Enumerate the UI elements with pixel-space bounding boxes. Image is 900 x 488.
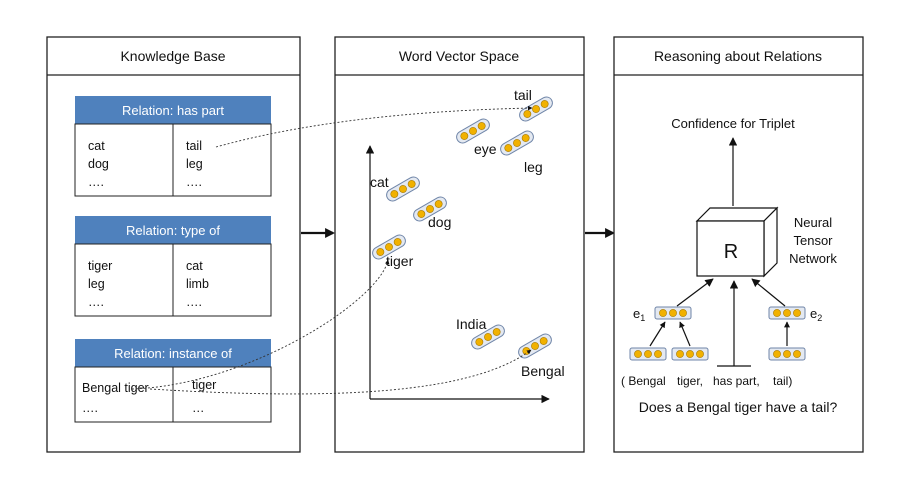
relation-card-type-of: Relation: type of tiger leg …. cat limb … (74, 216, 272, 317)
triplet-subject: ( Bengal (621, 374, 666, 388)
knowledge-base-title: Knowledge Base (120, 48, 225, 64)
relation-cell: tiger (88, 259, 112, 273)
word-vector-panel: Word Vector Space (334, 36, 585, 453)
reasoning-panel: Reasoning about Relations Confidence for… (613, 36, 864, 453)
vector-india (471, 324, 505, 350)
tensor-cube (695, 206, 779, 278)
vector-cat (386, 176, 420, 202)
network-label-line-1: Neural (794, 215, 832, 230)
mapping-tiger-to-vector (149, 349, 532, 395)
relation-cell: tail (186, 139, 202, 153)
vector-e2 (768, 306, 806, 320)
relation-header (75, 96, 271, 124)
e1-to-cube-arrow (676, 278, 714, 307)
triplet-subject-2: tiger, (677, 374, 703, 388)
relation-cell: Bengal tiger (82, 381, 149, 395)
e1-label: e1 (633, 306, 645, 323)
vector-e1 (654, 306, 692, 320)
word-label-india: India (456, 316, 487, 332)
relation-cell: dog (88, 157, 109, 171)
vector-eye (456, 118, 490, 144)
relation-header (75, 339, 271, 367)
relation-cell: …. (88, 295, 104, 309)
word-label-leg: leg (524, 159, 543, 175)
relation-cell: cat (88, 139, 105, 153)
word-label-tiger: tiger (386, 253, 414, 269)
vector-tail (519, 96, 553, 122)
mapping-bengal-tiger-to-vector (131, 259, 390, 390)
relation-card-instance-of: Relation: instance of Bengal tiger …. ti… (74, 339, 272, 423)
relation-title: Relation: type of (126, 223, 220, 238)
vector-tiger-input (671, 347, 709, 361)
relation-cell: … (192, 401, 205, 415)
cube-label: R (724, 241, 738, 263)
mapping-tail-to-vector (215, 105, 533, 148)
e2-label: e2 (810, 306, 822, 323)
relation-cell: cat (186, 259, 203, 273)
relation-cell: …. (82, 401, 98, 415)
knowledge-base-panel: Knowledge Base Relation: has part cat do… (46, 36, 301, 453)
relation-cell: tiger (192, 378, 216, 392)
relation-cell: limb (186, 277, 209, 291)
triplet-relation: has part, (713, 374, 760, 388)
word-label-dog: dog (428, 214, 451, 230)
word-label-cat: cat (370, 174, 389, 190)
tiger-to-e1-arrow (679, 321, 691, 347)
vector-bengal-input (629, 347, 667, 361)
reasoning-title: Reasoning about Relations (654, 48, 822, 64)
question-text: Does a Bengal tiger have a tail? (639, 399, 838, 415)
e2-to-cube-arrow (751, 278, 786, 307)
relation-card-has-part: Relation: has part cat dog …. tail leg …… (74, 96, 272, 197)
relation-title: Relation: has part (122, 103, 224, 118)
bengal-to-e1-arrow (649, 321, 666, 347)
vector-tail-input (768, 347, 806, 361)
word-vector-title: Word Vector Space (399, 48, 520, 64)
relation-cell: …. (186, 175, 202, 189)
relation-header (75, 216, 271, 244)
relation-title: Relation: instance of (114, 346, 232, 361)
relation-cell: …. (88, 175, 104, 189)
confidence-label: Confidence for Triplet (671, 116, 795, 131)
vector-leg (500, 130, 534, 156)
relation-cell: leg (88, 277, 105, 291)
relation-cell: …. (186, 295, 202, 309)
word-label-bengal: Bengal (521, 363, 565, 379)
word-label-tail: tail (514, 87, 532, 103)
vector-tiger (372, 234, 406, 260)
vector-dog (413, 196, 447, 222)
network-label-line-3: Network (789, 251, 837, 266)
network-label-line-2: Tensor (793, 233, 833, 248)
relation-cell: leg (186, 157, 203, 171)
triplet-object: tail) (773, 374, 792, 388)
word-label-eye: eye (474, 141, 497, 157)
